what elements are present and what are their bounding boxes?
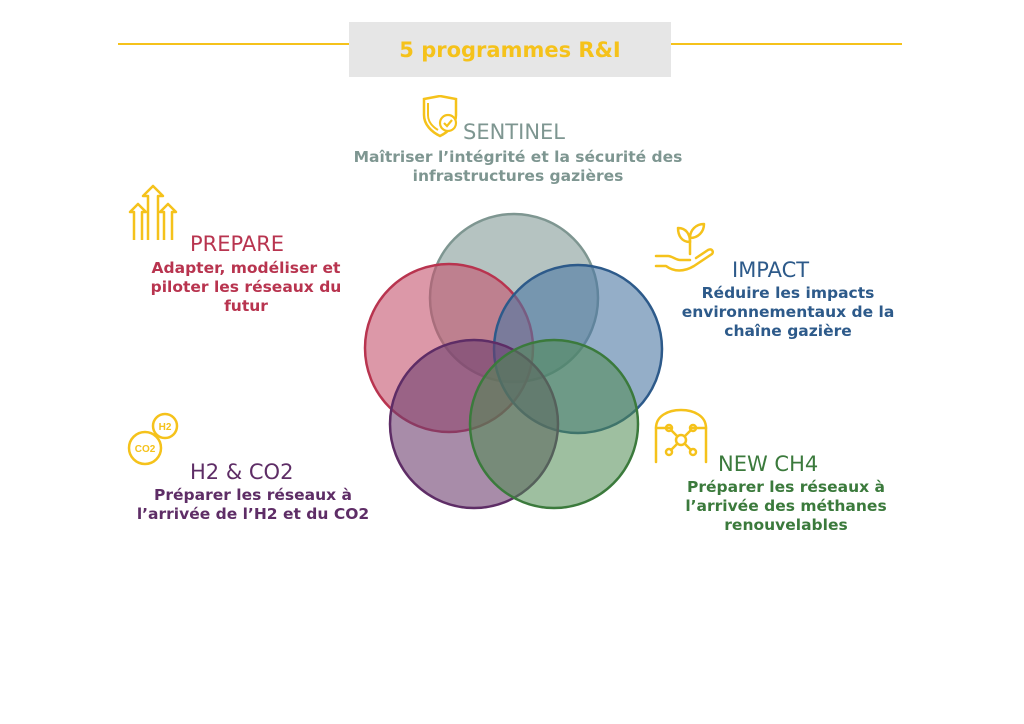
impact-description: Réduire les impacts environnementaux de … <box>681 284 895 340</box>
upward-arrows-icon <box>128 184 178 240</box>
title-line-left <box>118 43 349 45</box>
co2-icon-label: CO2 <box>135 444 156 455</box>
hand-plant-icon <box>654 222 715 272</box>
circle-newch4 <box>468 338 640 510</box>
sentinel-description: Maîtriser l’intégrité et la sécurité des… <box>353 148 683 185</box>
prepare-name: PREPARE <box>190 232 285 256</box>
title-line-right <box>671 43 902 45</box>
title-box: 5 programmes R&I <box>349 22 671 77</box>
h2co2-description: Préparer les réseaux à l’arrivée de l’H2… <box>136 486 370 523</box>
molecule-tank-icon <box>654 408 708 464</box>
sentinel-name: SENTINEL <box>463 120 566 144</box>
co2-h2-icon: H2 CO2 <box>127 412 179 466</box>
newch4-name: NEW CH4 <box>718 452 819 476</box>
impact-name: IMPACT <box>732 258 810 282</box>
shield-check-icon <box>422 95 458 138</box>
prepare-description: Adapter, modéliser et piloter les réseau… <box>150 259 342 315</box>
newch4-description: Préparer les réseaux à l’arrivée des mét… <box>685 478 887 534</box>
h2co2-name: H2 & CO2 <box>190 460 294 484</box>
h2-icon-label: H2 <box>159 422 172 433</box>
page-title: 5 programmes R&I <box>399 37 621 62</box>
